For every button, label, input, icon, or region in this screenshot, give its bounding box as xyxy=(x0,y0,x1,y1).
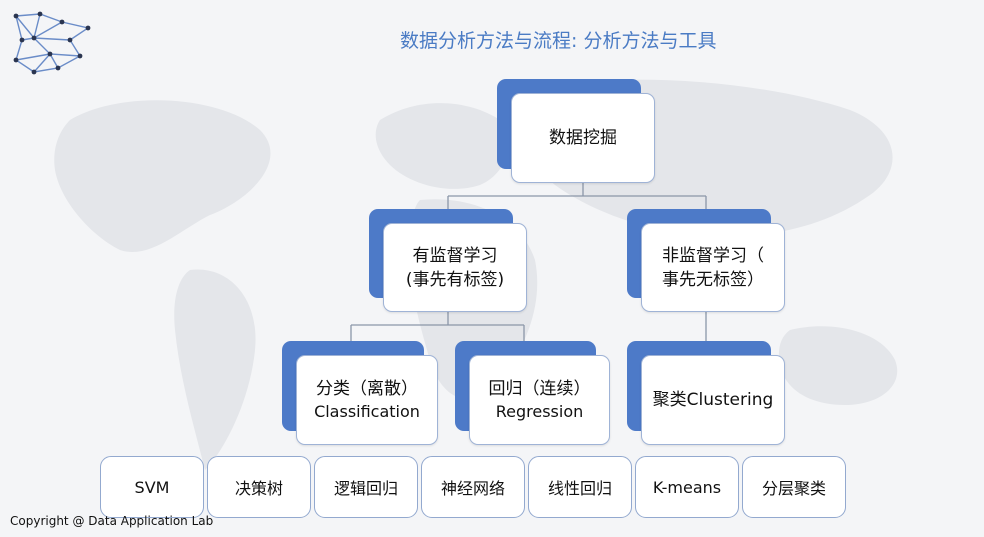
node-box: 回归（连续） Regression xyxy=(469,355,610,445)
tool-linear-regression: 线性回归 xyxy=(528,456,632,518)
node-supervised-line2: (事先有标签) xyxy=(405,269,505,290)
node-data-mining: 数据挖掘 xyxy=(497,79,655,183)
tool-decision-tree: 决策树 xyxy=(207,456,311,518)
node-unsupervised-line1: 非监督学习（ xyxy=(662,245,764,266)
node-regression-line1: 回归（连续） xyxy=(488,379,591,399)
tool-svm: SVM xyxy=(100,456,204,518)
node-box: 分类（离散） Classification xyxy=(296,355,438,445)
tool-k-means: K-means xyxy=(635,456,739,518)
node-box: 聚类Clustering xyxy=(641,355,785,445)
node-supervised-learning: 有监督学习 (事先有标签) xyxy=(369,209,527,312)
node-data-mining-label: 数据挖掘 xyxy=(549,128,617,148)
node-unsupervised-learning: 非监督学习（ 事先无标签） xyxy=(627,209,785,312)
page-title: 数据分析方法与流程: 分析方法与工具 xyxy=(400,30,717,52)
network-logo-icon xyxy=(13,11,91,75)
node-regression: 回归（连续） Regression xyxy=(455,341,610,445)
node-classification-line1: 分类（离散） xyxy=(316,379,418,399)
node-clustering: 聚类Clustering xyxy=(627,341,785,445)
node-box: 数据挖掘 xyxy=(511,93,655,183)
node-clustering-label: 聚类Clustering xyxy=(652,390,774,410)
root-connector xyxy=(447,182,707,210)
node-box: 有监督学习 (事先有标签) xyxy=(383,223,527,312)
tool-logistic-regression: 逻辑回归 xyxy=(314,456,418,518)
node-classification-line2: Classification xyxy=(314,402,420,421)
supervised-connector xyxy=(350,311,525,341)
node-regression-line2: Regression xyxy=(495,402,584,421)
tool-neural-network: 神经网络 xyxy=(421,456,525,518)
node-unsupervised-line2: 事先无标签） xyxy=(662,269,764,290)
copyright-text: Copyright @ Data Application Lab xyxy=(10,514,214,528)
node-box: 非监督学习（ 事先无标签） xyxy=(641,223,785,312)
node-classification: 分类（离散） Classification xyxy=(282,341,438,445)
tool-hierarchical-clustering: 分层聚类 xyxy=(742,456,846,518)
node-supervised-line1: 有监督学习 xyxy=(412,245,498,266)
